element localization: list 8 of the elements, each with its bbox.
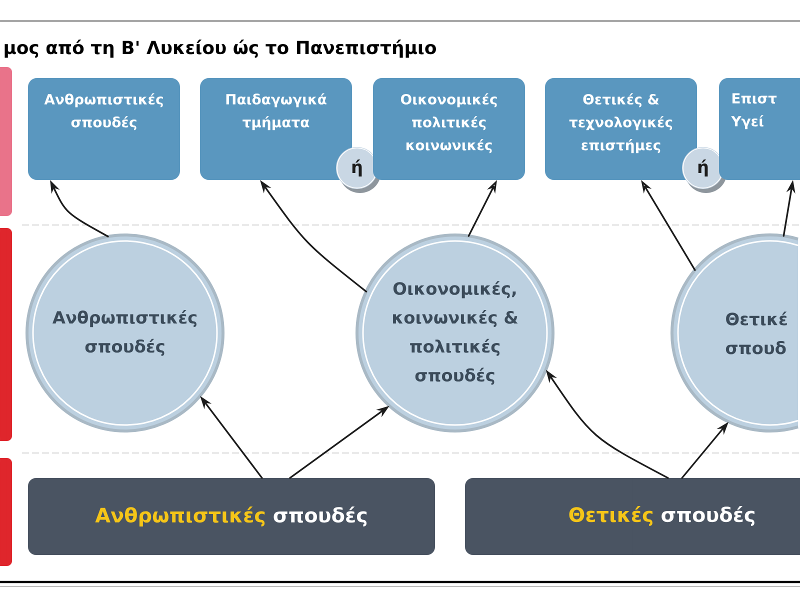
category-box: Θετικές & τεχνολογικές επιστήμες xyxy=(545,78,697,180)
title: μος από τη Β' Λυκείου ώς το Πανεπιστήμιο xyxy=(4,40,436,58)
category-box: Ανθρωπιστικές σπουδές xyxy=(28,78,180,180)
category-box: Επιστ Υγεί xyxy=(719,78,800,180)
category-box: Οικονομικές πολιτικές κοινωνικές xyxy=(373,78,525,180)
category-box: Παιδαγωγικά τμήματα xyxy=(200,78,352,180)
stream-box: Ανθρωπιστικές σπουδές xyxy=(28,478,435,555)
stream-box: Θετικές σπουδές xyxy=(465,478,800,555)
